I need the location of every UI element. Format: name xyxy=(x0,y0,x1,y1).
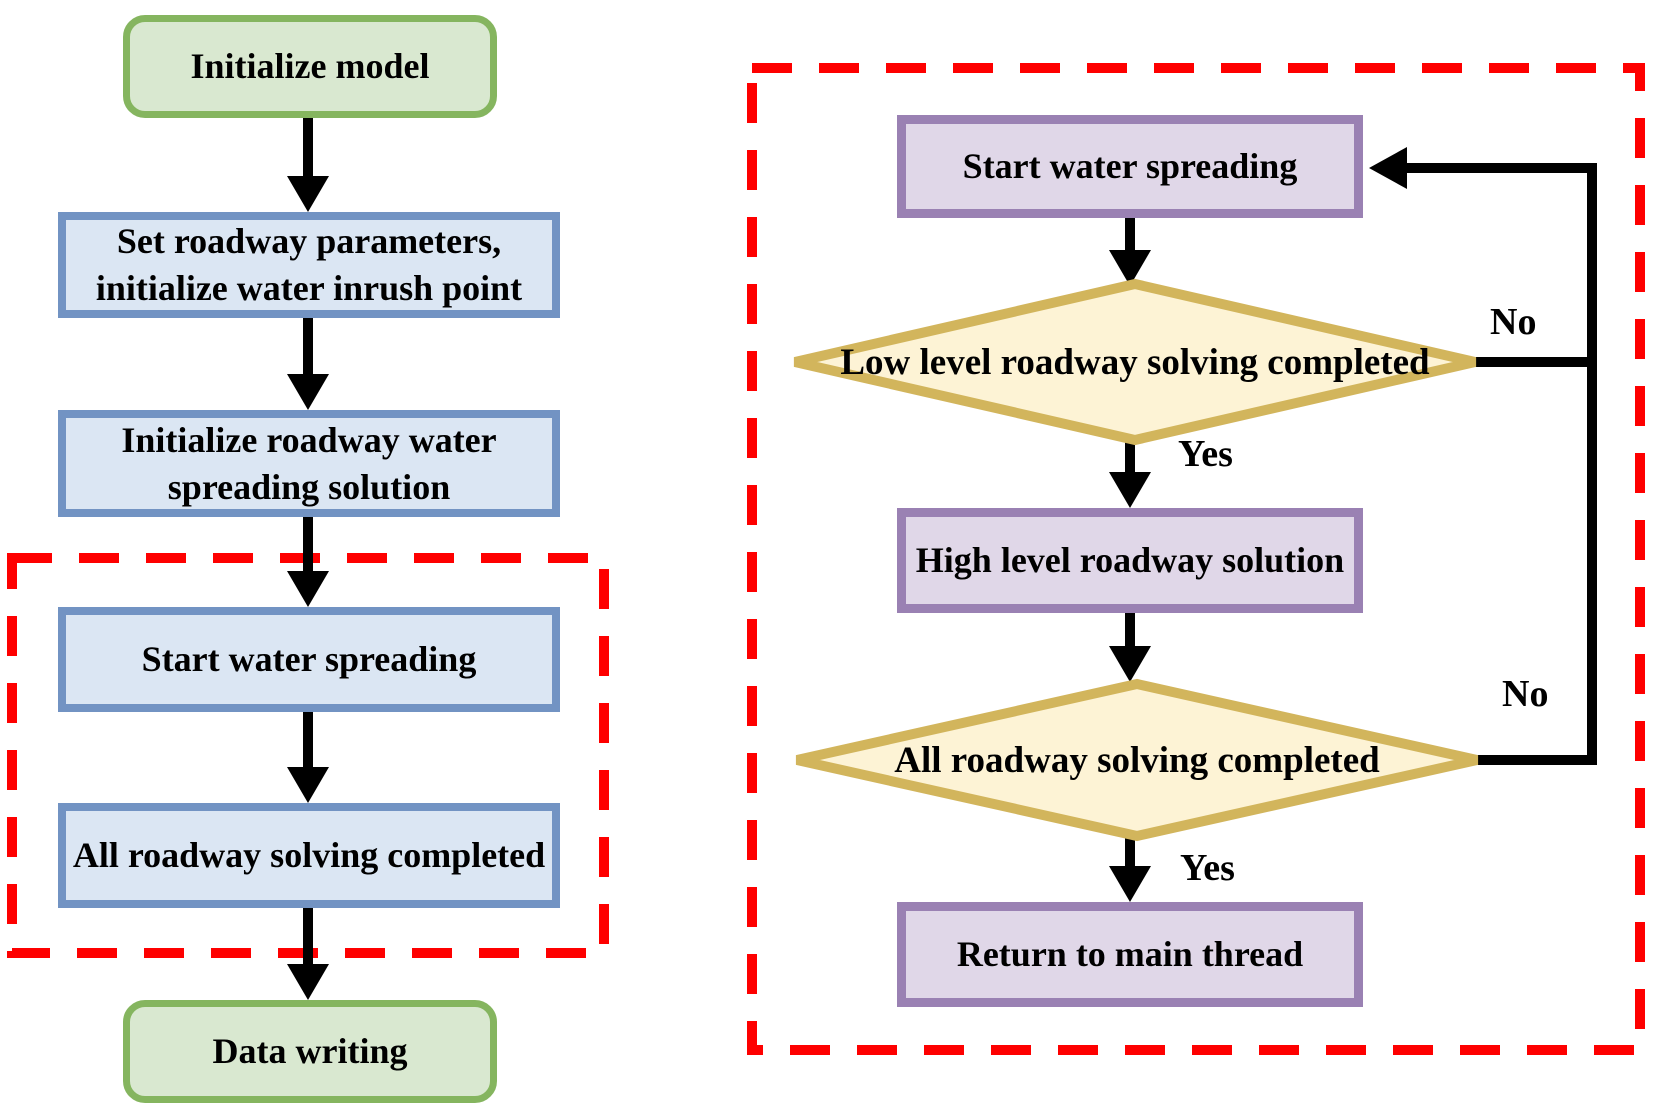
node-label: Return to main thread xyxy=(956,934,1304,974)
arrow-head xyxy=(287,571,329,607)
decision-low-level-diamond xyxy=(793,278,1477,446)
node-label-line2: initialize water inrush point xyxy=(95,268,523,308)
decision-low-level-label: Low level roadway solving completed xyxy=(815,332,1455,392)
edge-label-no-all-solving: No xyxy=(1502,672,1548,716)
node-label: High level roadway solution xyxy=(915,540,1345,580)
right-thread-group-border xyxy=(747,63,1645,1055)
node-initialize-model: Initialize model xyxy=(123,15,497,118)
arrow-head xyxy=(287,964,329,1000)
loop-path xyxy=(1407,163,1597,765)
arrow-head xyxy=(287,767,329,803)
arrow-head xyxy=(1109,472,1151,508)
arrow-head xyxy=(1109,250,1151,286)
node-return-to-main-thread: Return to main thread xyxy=(897,902,1363,1007)
edge-label-text: Yes xyxy=(1180,847,1235,889)
node-label: Data writing xyxy=(212,1031,408,1071)
node-label: All roadway solving completed xyxy=(894,739,1380,781)
node-label: Low level roadway solving completed xyxy=(840,341,1430,383)
decision-all-solving-label: All roadway solving completed xyxy=(817,730,1457,790)
node-label: Start water spreading xyxy=(141,639,477,679)
arrow-head xyxy=(1109,646,1151,682)
edge-label-text: Yes xyxy=(1178,433,1233,475)
edge-label-text: No xyxy=(1502,673,1549,715)
node-label: Start water spreading xyxy=(962,146,1298,186)
arrow-head xyxy=(287,176,329,212)
left-flow-arrows xyxy=(287,118,329,1000)
no-loop-connector xyxy=(1369,147,1597,765)
node-all-roadway-solving-left: All roadway solving completed xyxy=(58,803,560,908)
node-set-roadway-parameters: Set roadway parameters, initialize water… xyxy=(58,212,560,318)
node-label: All roadway solving completed xyxy=(72,835,546,875)
node-high-level-roadway-solution: High level roadway solution xyxy=(897,508,1363,613)
edge-label-text: No xyxy=(1490,301,1537,343)
loop-arrow-head xyxy=(1369,147,1407,189)
node-initialize-roadway-water: Initialize roadway water spreading solut… xyxy=(58,410,560,517)
arrow-head xyxy=(1109,866,1151,902)
node-label-line2: spreading solution xyxy=(167,466,451,507)
edge-label-yes-all-solving: Yes xyxy=(1180,846,1235,890)
decision-all-solving-diamond xyxy=(795,678,1479,842)
node-data-writing: Data writing xyxy=(123,1000,497,1103)
edge-label-no-low-level: No xyxy=(1490,300,1536,344)
arrow-head xyxy=(287,374,329,410)
right-flow-arrows xyxy=(1109,218,1151,902)
node-start-water-spreading-left: Start water spreading xyxy=(58,607,560,712)
node-label-line1: Set roadway parameters, xyxy=(116,221,502,261)
node-start-water-spreading-right: Start water spreading xyxy=(897,115,1363,218)
node-label: Initialize model xyxy=(190,46,430,86)
edge-label-yes-low-level: Yes xyxy=(1178,432,1233,476)
node-label-line1: Initialize roadway water xyxy=(121,419,497,460)
